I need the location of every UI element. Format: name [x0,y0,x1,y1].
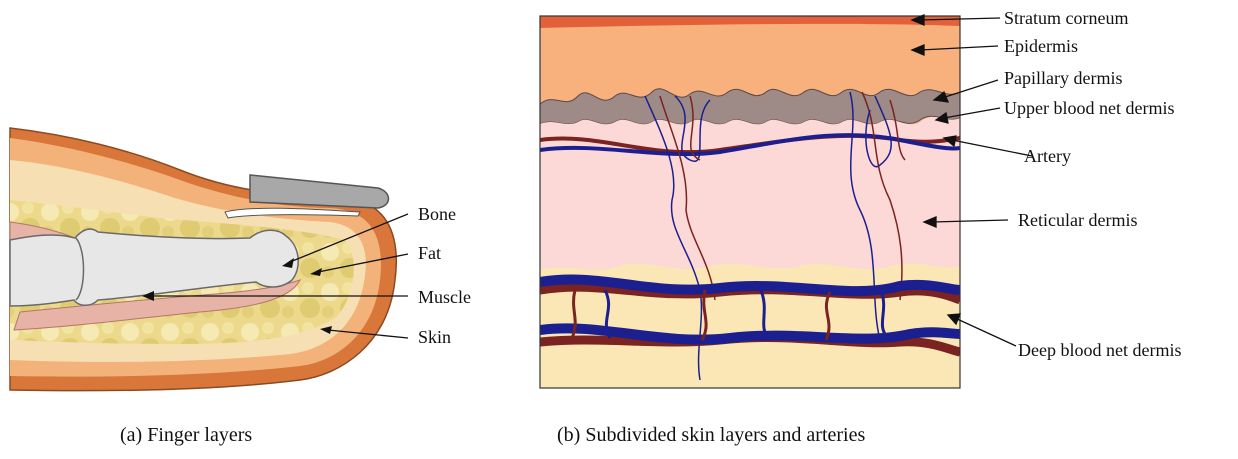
label-muscle: Muscle [418,288,471,306]
label-deep-blood-net: Deep blood net dermis [1018,341,1181,359]
label-reticular-dermis: Reticular dermis [1018,211,1137,229]
caption-panel-a: (a) Finger layers [120,425,252,445]
label-bone: Bone [418,205,456,223]
label-stratum-corneum: Stratum corneum [1004,9,1128,27]
label-skin: Skin [418,328,451,346]
label-upper-blood-net: Upper blood net dermis [1004,99,1174,117]
skin-layers-illustration [540,16,960,388]
label-epidermis: Epidermis [1004,37,1078,55]
label-papillary-dermis: Papillary dermis [1004,69,1122,87]
label-fat: Fat [418,244,441,262]
caption-panel-b: (b) Subdivided skin layers and arteries [557,425,865,445]
finger-illustration [10,128,408,391]
finger-nail [250,175,389,208]
label-artery: Artery [1024,147,1071,165]
